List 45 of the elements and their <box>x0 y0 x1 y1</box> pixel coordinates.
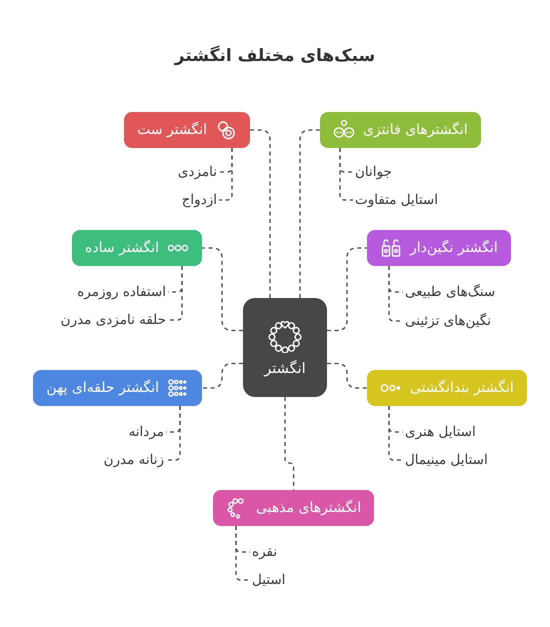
connector <box>219 148 233 201</box>
item-label: زنانه مدرن <box>102 450 166 470</box>
item-label: جوانان <box>353 162 394 182</box>
connector <box>168 266 183 321</box>
item-label: سنگ‌های طبیعی <box>403 282 498 302</box>
category-box <box>72 230 202 266</box>
connector <box>166 406 181 461</box>
category-label: انگشترهای فانتزی <box>363 122 468 138</box>
category-label: انگشترهای مذهبی <box>256 500 362 516</box>
item-label: استایل هنری <box>403 422 478 442</box>
item-label: استیل <box>250 570 288 590</box>
category-box <box>33 370 202 406</box>
category-box <box>213 490 374 526</box>
category-label: انگشتر بندانگشتی <box>410 380 514 396</box>
connector <box>388 266 403 322</box>
item-label: استفاده روزمره <box>75 282 168 302</box>
connector <box>339 148 353 201</box>
category-label: انگشتر ساده <box>85 240 159 256</box>
category-box <box>320 112 481 148</box>
category-label: انگشتر حلقه‌ای پهن <box>46 380 159 396</box>
category-box <box>124 112 250 148</box>
connector <box>299 129 320 298</box>
category-box <box>367 370 527 406</box>
item-label: حلقه نامزدی مدرن <box>58 310 168 330</box>
item-label: نگین‌های تزئینی <box>403 311 494 331</box>
item-label: ازدواج <box>180 190 219 210</box>
item-label: نقره <box>250 542 280 562</box>
item-label: نامزدی <box>176 162 219 182</box>
item-label: مردانه <box>126 422 166 442</box>
category-label: انگشتر نگین‌دار <box>410 240 498 256</box>
category-label: انگشتر ست <box>137 122 207 138</box>
connector <box>235 526 250 581</box>
center-label: انگشتر <box>264 360 306 376</box>
connector <box>327 247 367 332</box>
title: سبک‌های مختلف انگشتر <box>174 44 376 68</box>
connector <box>388 406 403 461</box>
category-box <box>367 230 511 266</box>
connector <box>202 362 243 389</box>
connector <box>327 362 367 389</box>
connector <box>202 247 243 332</box>
connector <box>284 397 294 490</box>
item-label: استایل مینیمال <box>403 450 490 470</box>
item-label: استایل متفاوت <box>353 190 440 210</box>
connector <box>250 129 271 298</box>
center-box <box>243 298 327 397</box>
